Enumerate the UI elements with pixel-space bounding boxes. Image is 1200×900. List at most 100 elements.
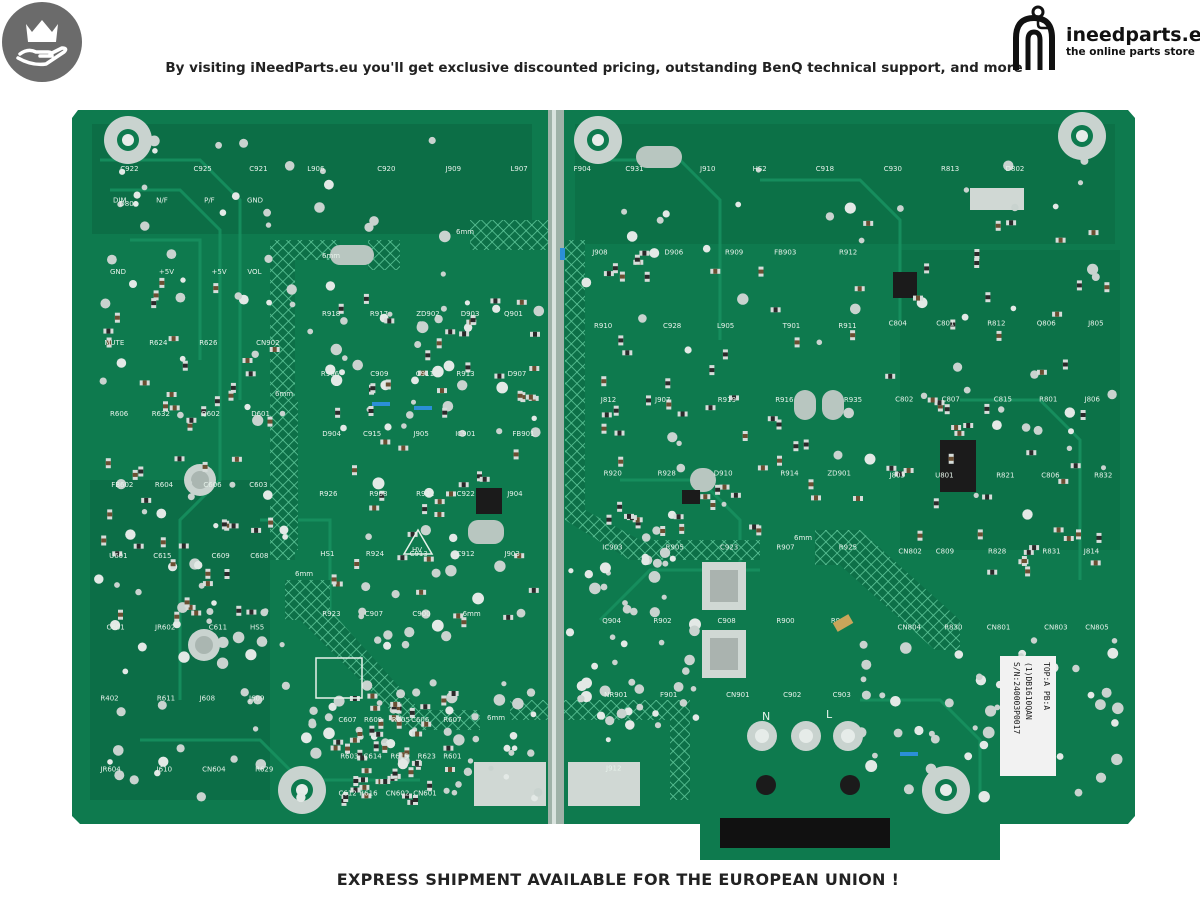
silkscreen-label: C612 xyxy=(339,789,357,797)
solder-joint xyxy=(309,706,318,715)
solder-joint xyxy=(659,547,671,558)
silkscreen-label: R921 xyxy=(416,490,434,498)
smd-part xyxy=(231,456,242,462)
solder-joint xyxy=(605,716,615,726)
logo-subtitle: the online parts store xyxy=(1066,46,1195,58)
silkscreen-label: C804 xyxy=(889,320,908,328)
solder-joint xyxy=(492,304,501,313)
solder-joint xyxy=(1107,647,1119,659)
smd-part xyxy=(191,610,202,616)
silkscreen-label: J609 xyxy=(248,694,264,702)
solder-joint xyxy=(429,679,437,687)
solder-joint xyxy=(467,758,474,764)
solder-joint xyxy=(324,713,333,722)
solder-joint xyxy=(565,628,575,637)
smd-part xyxy=(423,556,434,562)
smd-part xyxy=(514,553,525,559)
silkscreen-label: +5V xyxy=(212,268,227,276)
smd-part xyxy=(151,298,157,309)
solder-joint xyxy=(1011,203,1019,212)
smd-part xyxy=(446,491,456,497)
solder-joint xyxy=(376,700,383,706)
silkscreen-label: R623 xyxy=(418,753,436,761)
solder-joint xyxy=(735,201,742,208)
smd-part xyxy=(666,399,672,410)
solder-joint xyxy=(669,555,676,562)
smd-part xyxy=(185,604,196,610)
connector-block xyxy=(720,818,890,848)
smd-part xyxy=(854,286,865,292)
solder-joint xyxy=(626,231,638,242)
smd-part xyxy=(373,731,384,737)
silkscreen-label: D906 xyxy=(664,248,683,256)
silkscreen-label: J905 xyxy=(412,430,428,438)
solder-joint xyxy=(721,501,727,507)
smd-part xyxy=(170,559,176,570)
silkscreen-label: FB901 xyxy=(512,430,534,438)
silkscreen-label: C913 xyxy=(410,550,428,558)
silkscreen-label: DIM xyxy=(113,197,127,205)
smd-part xyxy=(133,543,144,549)
silkscreen-label: GND xyxy=(110,268,126,276)
smd-part xyxy=(394,703,400,714)
smd-part xyxy=(850,330,856,341)
smd-part xyxy=(382,742,388,753)
solder-joint xyxy=(443,787,450,794)
smd-part xyxy=(479,476,490,482)
smd-part xyxy=(606,514,612,525)
silkscreen-label: R925 xyxy=(839,543,857,551)
solder-joint xyxy=(176,744,185,753)
solder-joint xyxy=(897,205,904,212)
silkscreen-label: J812 xyxy=(600,396,616,404)
solder-joint xyxy=(361,582,371,592)
silkscreen-label: R832 xyxy=(1094,472,1112,480)
smd-part xyxy=(402,793,412,799)
pcb-illustration: HV 6mm 6mm 6mm 6mm 6mm 6mm N L C922C925C… xyxy=(72,110,1135,860)
smd-part xyxy=(1076,529,1081,540)
silkscreen-label: R920 xyxy=(604,470,622,478)
solder-joint xyxy=(658,639,665,646)
smd-part xyxy=(221,519,227,530)
smd-part xyxy=(245,371,256,377)
smd-part xyxy=(528,587,539,593)
smd-part xyxy=(679,523,685,534)
ineedparts-logo[interactable]: ineedparts.eu the online parts store xyxy=(1004,4,1200,76)
solder-joint xyxy=(107,759,113,765)
silkscreen-label: D904 xyxy=(322,430,341,438)
solder-joint xyxy=(194,561,203,570)
solder-joint xyxy=(961,313,969,321)
solder-joint xyxy=(616,708,627,719)
solder-joint xyxy=(903,784,914,795)
smd-part xyxy=(421,721,432,727)
solder-joint xyxy=(1056,753,1064,760)
smd-part xyxy=(603,271,614,277)
solder-joint xyxy=(247,698,253,705)
smd-part xyxy=(384,318,395,324)
smd-part xyxy=(330,745,341,751)
smd-part xyxy=(1104,282,1110,293)
silkscreen-label: CN604 xyxy=(202,766,226,774)
silkscreen-label: J909 xyxy=(445,165,461,173)
solder-joint xyxy=(591,662,598,670)
solder-joint xyxy=(281,681,290,690)
solder-joint xyxy=(140,221,150,231)
silkscreen-label: L905 xyxy=(717,322,734,330)
solder-joint xyxy=(963,386,971,394)
solder-joint xyxy=(964,752,973,761)
smd-part xyxy=(459,331,470,337)
smd-part xyxy=(710,500,716,510)
solder-joint xyxy=(384,423,392,431)
silkscreen-label: R402 xyxy=(100,694,118,702)
silkscreen-label: R908 xyxy=(369,490,387,498)
smd-part xyxy=(153,290,159,301)
smd-part xyxy=(710,268,721,274)
silkscreen-label: C922 xyxy=(457,490,475,498)
solder-joint xyxy=(944,698,954,708)
solder-joint xyxy=(148,135,160,147)
svg-text:6mm: 6mm xyxy=(275,390,293,398)
solder-joint xyxy=(625,720,635,730)
solder-joint xyxy=(440,305,447,312)
smd-part xyxy=(420,704,431,710)
solder-joint xyxy=(676,440,682,446)
solder-joint xyxy=(893,728,903,738)
